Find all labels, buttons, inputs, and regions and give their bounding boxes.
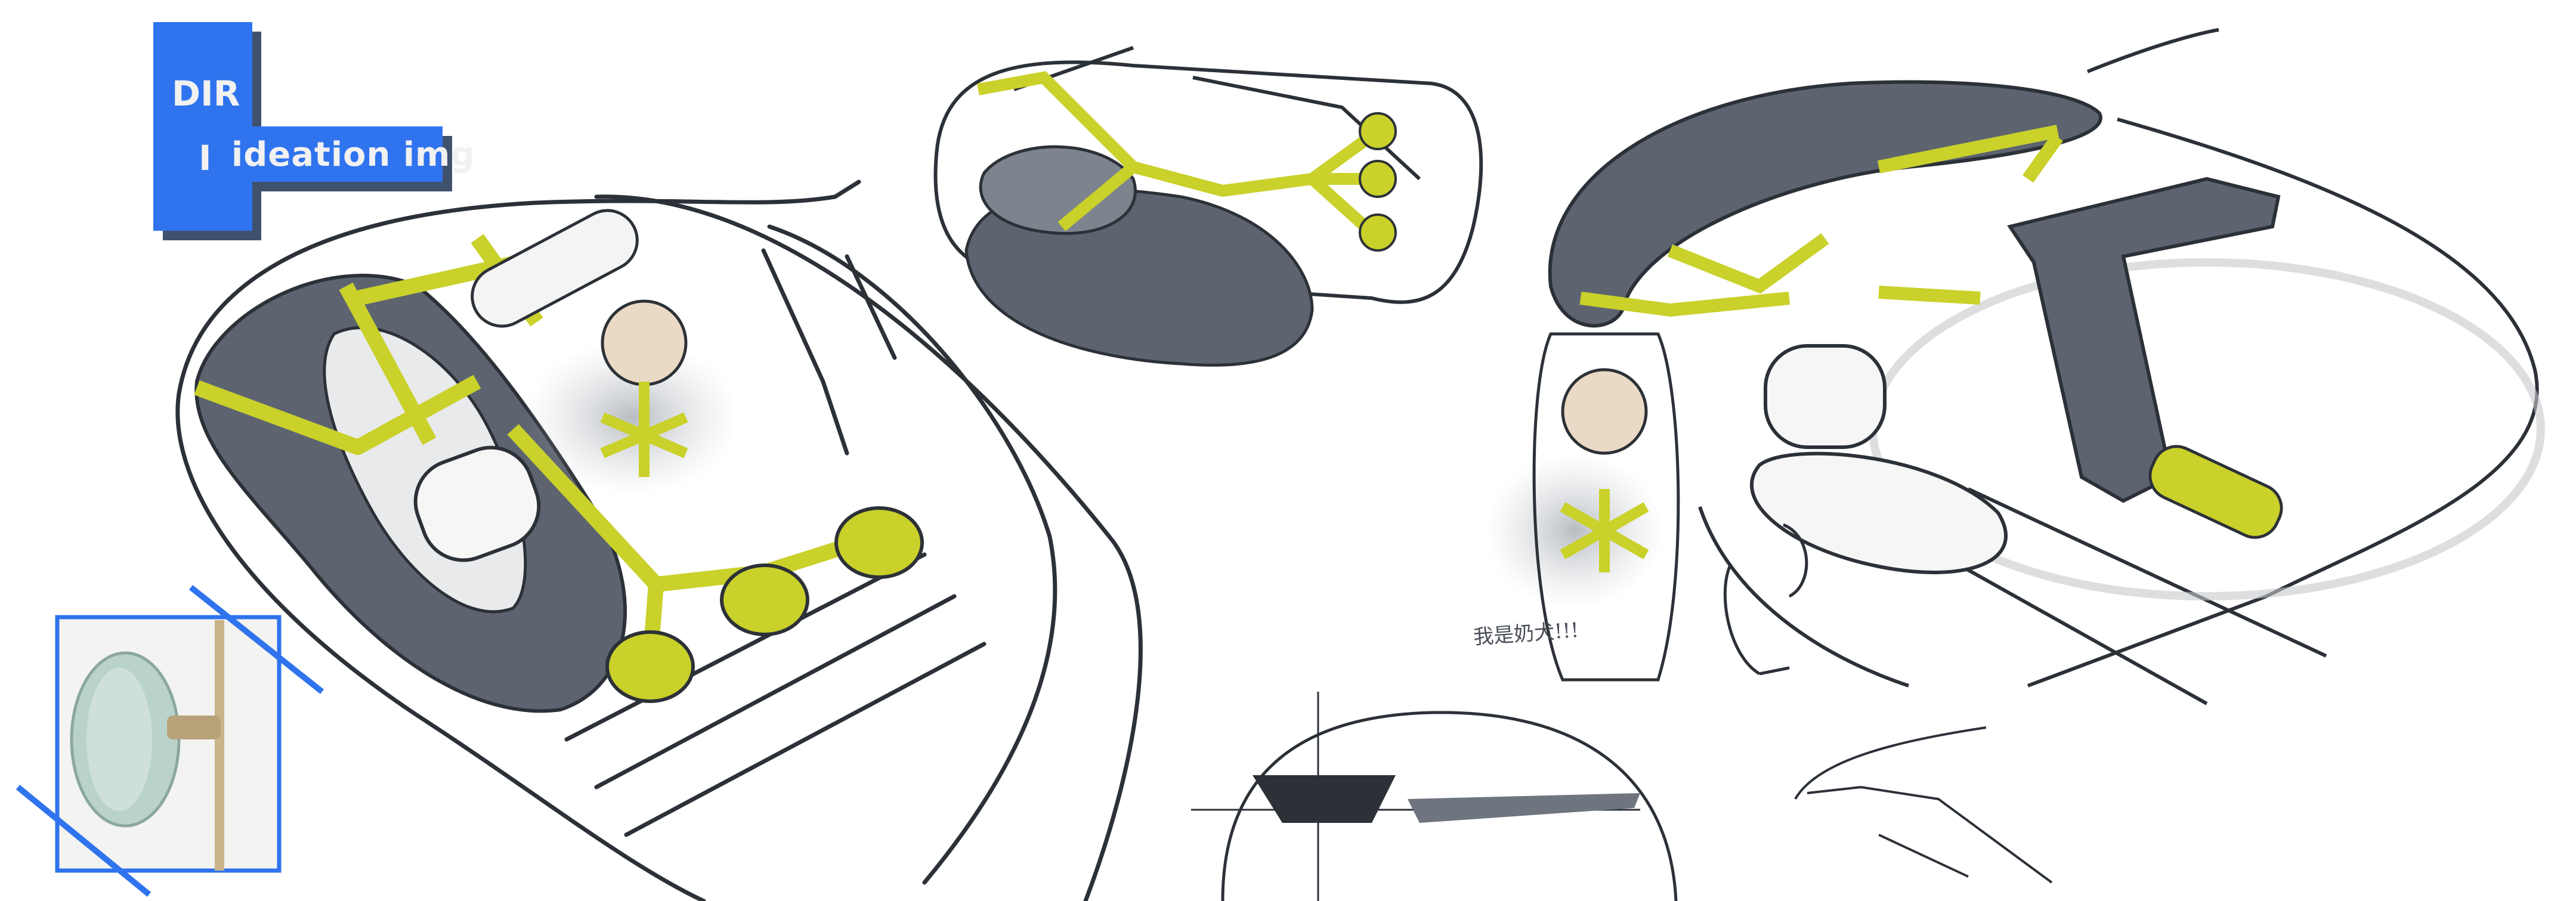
right-seat <box>1750 344 2008 574</box>
title-tape-vertical <box>153 22 252 231</box>
right-yellow-frame <box>1579 125 2063 317</box>
right-t-console <box>2007 177 2281 503</box>
title-tape-horizontal <box>252 126 443 182</box>
left-yellow-frame <box>194 213 879 662</box>
left-bolster <box>471 209 639 328</box>
inset-hardware-photo <box>16 585 324 897</box>
left-headrest <box>413 445 541 562</box>
bottom-section-beam <box>1253 775 1396 823</box>
top-yellow-frame <box>977 71 1381 237</box>
left-cabin-sketch <box>175 179 1143 901</box>
girl-figure-right <box>1485 332 1680 682</box>
right-yellow-armrest <box>2148 445 2283 539</box>
title-ideation-img: ideation img <box>231 135 475 174</box>
bottom-section-arm <box>1408 793 1640 823</box>
title-dir: DIR <box>172 73 240 114</box>
right-arch-beam <box>1548 80 2102 328</box>
yellow-puck-3 <box>834 506 924 579</box>
child-figure-left <box>525 299 740 495</box>
yellow-puck-1 <box>605 630 695 703</box>
left-yellow-pucks <box>605 506 924 703</box>
top-yellow-nodes <box>1359 112 1397 252</box>
title-i: I <box>199 138 212 178</box>
small-thumbnail-sketch <box>1794 726 2053 884</box>
top-seat-back <box>979 145 1137 235</box>
dog-figure <box>1723 523 1808 676</box>
yellow-puck-2 <box>720 563 809 636</box>
